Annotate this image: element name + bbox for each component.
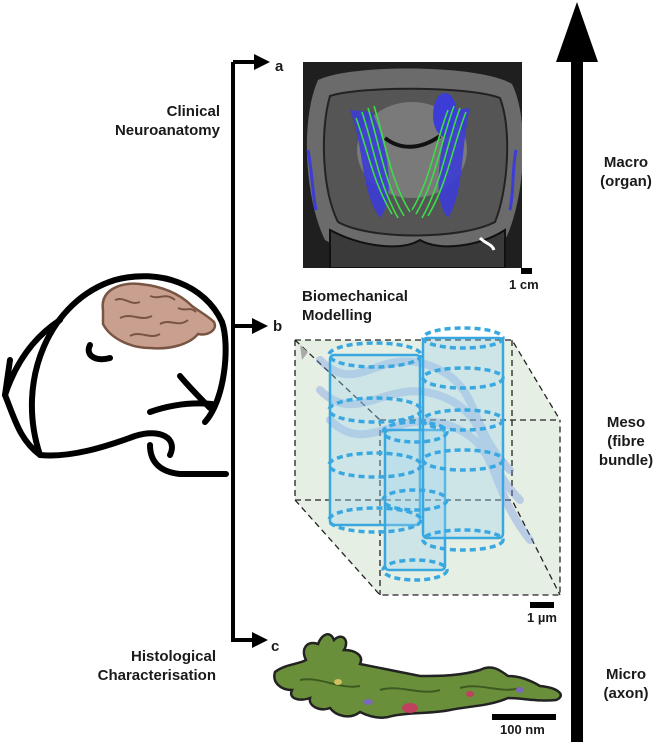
macro-line2: (organ)	[600, 173, 652, 190]
bracket-arrows	[231, 60, 258, 642]
panel-letter-c: c	[271, 638, 280, 655]
meso-scale-label: Meso (fibre bundle)	[592, 413, 660, 470]
arrow-head-a	[254, 54, 270, 70]
micro-scale-label: Micro (axon)	[592, 665, 660, 703]
scale-bar-nm	[492, 714, 556, 720]
histological-characterisation-label: Histological Characterisation	[60, 647, 216, 685]
sheep-head	[2, 273, 229, 477]
scale-label-cm: 1 cm	[509, 277, 539, 292]
histo-line2: Characterisation	[97, 667, 216, 684]
meso-line2: (fibre	[607, 433, 645, 450]
arrow-head-b	[252, 318, 268, 334]
biomech-line2: Modelling	[302, 307, 372, 324]
mri-panel	[303, 62, 522, 268]
meso-line1: Meso	[606, 414, 646, 431]
micro-line2: (axon)	[603, 685, 649, 702]
scale-bar-cm	[521, 268, 532, 274]
micro-line1: Micro	[605, 666, 646, 683]
histo-line1: Histological	[130, 648, 216, 665]
scale-label-nm: 100 nm	[500, 722, 545, 737]
scale-label-um: 1 µm	[527, 610, 557, 625]
clinical-line2: Neuroanatomy	[114, 122, 220, 139]
arrow-head-c	[252, 632, 268, 648]
brain-illustration	[101, 282, 217, 350]
macro-line1: Macro	[603, 154, 649, 171]
meso-line3: bundle)	[598, 452, 654, 469]
biomech-line1: Biomechanical	[302, 288, 408, 305]
scale-bar-um	[530, 602, 554, 608]
clinical-line1: Clinical	[166, 103, 220, 120]
panel-letter-a: a	[275, 58, 284, 75]
macro-scale-label: Macro (organ)	[592, 153, 660, 191]
panel-letter-b: b	[273, 318, 283, 335]
axon-illustration	[273, 632, 562, 719]
biomechanical-modelling-label: Biomechanical Modelling	[302, 287, 482, 325]
fibre-bundle-cube	[294, 326, 561, 596]
clinical-neuroanatomy-label: Clinical Neuroanatomy	[60, 102, 220, 140]
scale-arrow	[556, 2, 598, 742]
